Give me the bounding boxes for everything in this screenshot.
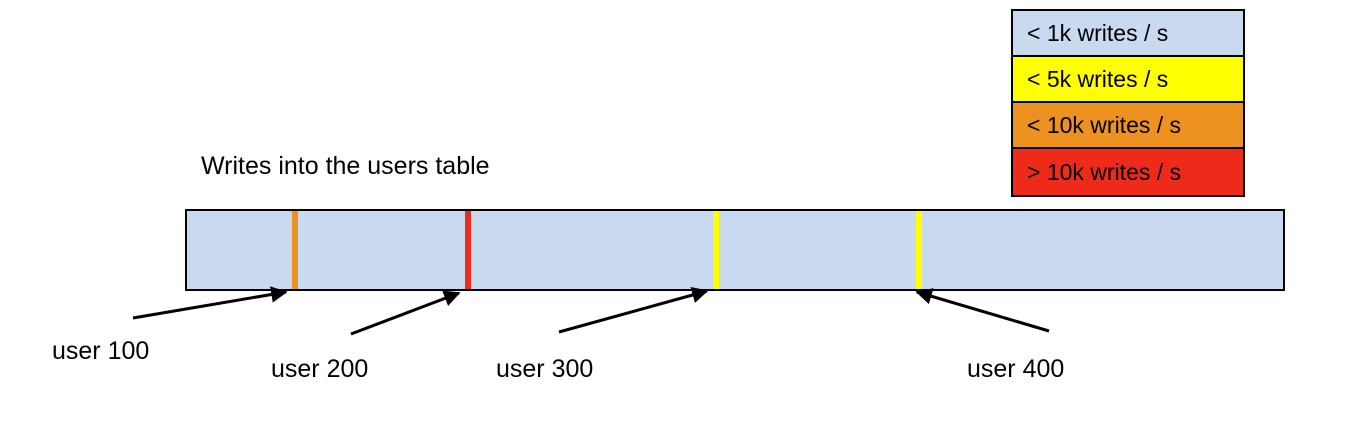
- legend-item-under-10k: < 10k writes / s: [1013, 103, 1243, 149]
- label-user-300: user 300: [496, 355, 594, 383]
- bar-marker-user-100: [292, 211, 298, 289]
- legend-item-label: < 1k writes / s: [1027, 19, 1169, 46]
- arrow-user-300: [558, 287, 709, 334]
- arrow-user-200: [350, 290, 461, 336]
- legend-item-label: > 10k writes / s: [1027, 158, 1182, 185]
- legend-item-label: < 10k writes / s: [1027, 111, 1182, 138]
- legend-item-under-1k: < 1k writes / s: [1013, 11, 1243, 57]
- label-user-200: user 200: [271, 355, 369, 383]
- chart-title: Writes into the users table: [201, 152, 490, 180]
- arrow-user-100: [132, 286, 288, 320]
- arrow-user-400: [915, 288, 1050, 333]
- bar-marker-user-300: [713, 211, 719, 289]
- bar-marker-user-400: [916, 211, 922, 289]
- bar-marker-user-200: [465, 211, 471, 289]
- legend-item-under-5k: < 5k writes / s: [1013, 57, 1243, 103]
- label-user-400: user 400: [967, 355, 1065, 383]
- legend-item-label: < 5k writes / s: [1027, 65, 1169, 92]
- legend-item-over-10k: > 10k writes / s: [1013, 149, 1243, 195]
- label-user-100: user 100: [52, 337, 150, 365]
- users-table-bar: [185, 209, 1285, 291]
- legend: < 1k writes / s < 5k writes / s < 10k wr…: [1011, 9, 1245, 197]
